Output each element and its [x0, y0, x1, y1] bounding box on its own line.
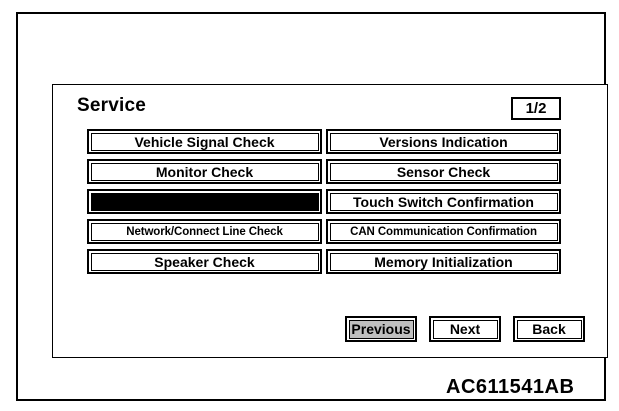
menu-row: Speaker Check Memory Initialization	[87, 249, 595, 274]
menu-button-label: CAN Communication Confirmation	[329, 222, 558, 241]
menu-button-speaker-check[interactable]: Speaker Check	[87, 249, 322, 274]
menu-button-label: Sensor Check	[329, 162, 558, 181]
menu-row: Monitor Check Sensor Check	[87, 159, 595, 184]
previous-button-label: Previous	[348, 319, 414, 339]
menu-row: Network/Connect Line Check CAN Communica…	[87, 219, 595, 244]
menu-button-label: Speaker Check	[90, 252, 319, 271]
menu-button-monitor-check[interactable]: Monitor Check	[87, 159, 322, 184]
navigation-button-row: Previous Next Back	[345, 316, 585, 342]
menu-button-sensor-check[interactable]: Sensor Check	[326, 159, 561, 184]
menu-button-label: Network/Connect Line Check	[90, 222, 319, 241]
service-menu-grid: Vehicle Signal Check Versions Indication…	[87, 129, 595, 279]
menu-button-memory-initialization[interactable]: Memory Initialization	[326, 249, 561, 274]
page-indicator-badge: 1/2	[511, 97, 561, 120]
figure-reference-code: AC611541AB	[446, 376, 575, 398]
menu-button-network-connect-line-check[interactable]: Network/Connect Line Check	[87, 219, 322, 244]
next-button-label: Next	[432, 319, 498, 339]
menu-button-blank[interactable]	[87, 189, 322, 214]
service-screen-panel: Service 1/2 Vehicle Signal Check Version…	[52, 84, 608, 358]
menu-button-label: Vehicle Signal Check	[90, 132, 319, 151]
menu-button-touch-switch-confirmation[interactable]: Touch Switch Confirmation	[326, 189, 561, 214]
menu-row: Touch Switch Confirmation	[87, 189, 595, 214]
menu-button-label: Touch Switch Confirmation	[329, 192, 558, 211]
menu-button-vehicle-signal-check[interactable]: Vehicle Signal Check	[87, 129, 322, 154]
figure-outer-frame: Service 1/2 Vehicle Signal Check Version…	[16, 12, 608, 401]
next-button[interactable]: Next	[429, 316, 501, 342]
menu-button-label	[90, 192, 319, 211]
back-button[interactable]: Back	[513, 316, 585, 342]
menu-button-versions-indication[interactable]: Versions Indication	[326, 129, 561, 154]
menu-button-label: Versions Indication	[329, 132, 558, 151]
menu-button-label: Monitor Check	[90, 162, 319, 181]
back-button-label: Back	[516, 319, 582, 339]
page-title: Service	[77, 95, 147, 116]
menu-row: Vehicle Signal Check Versions Indication	[87, 129, 595, 154]
menu-button-can-communication-confirmation[interactable]: CAN Communication Confirmation	[326, 219, 561, 244]
previous-button[interactable]: Previous	[345, 316, 417, 342]
menu-button-label: Memory Initialization	[329, 252, 558, 271]
